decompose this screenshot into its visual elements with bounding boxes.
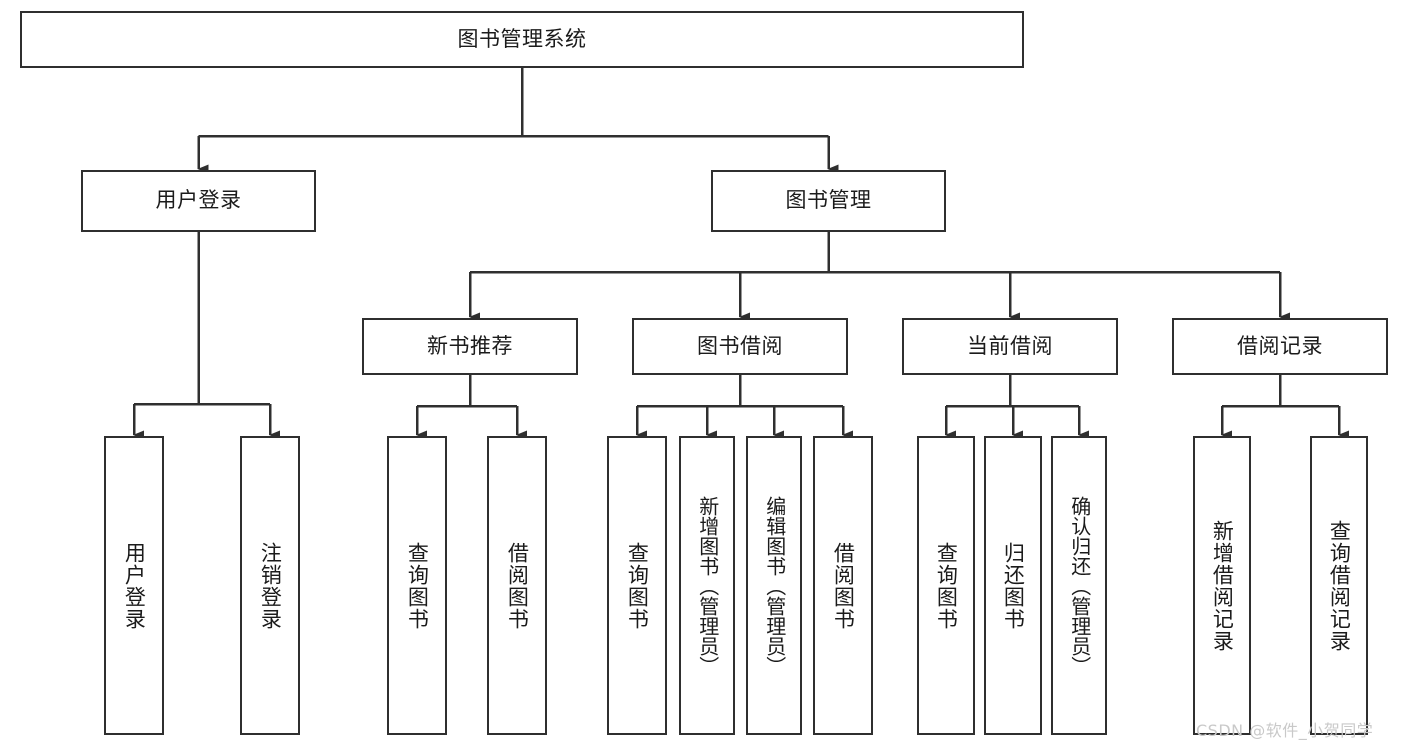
- node-user-login[interactable]: 用户登录: [81, 170, 316, 232]
- node-leaf-return-book[interactable]: 归还图书: [984, 436, 1042, 735]
- node-book-manage[interactable]: 图书管理: [711, 170, 946, 232]
- node-label-user-login: 用户登录: [155, 188, 242, 213]
- node-leaf-edit-book[interactable]: 编辑图书（管理员）: [746, 436, 802, 735]
- node-label-root: 图书管理系统: [457, 26, 587, 51]
- node-label-book-manage: 图书管理: [785, 188, 872, 213]
- node-label-leaf-logout: 注销登录: [258, 541, 283, 630]
- node-current-borrow[interactable]: 当前借阅: [902, 318, 1118, 375]
- node-leaf-borrow-book-rec[interactable]: 借阅图书: [487, 436, 547, 735]
- node-label-leaf-add-book: 新增图书（管理员）: [695, 495, 720, 676]
- node-leaf-logout[interactable]: 注销登录: [240, 436, 300, 735]
- node-label-leaf-confirm-return: 确认归还（管理员）: [1067, 495, 1092, 676]
- node-new-book-rec[interactable]: 新书推荐: [362, 318, 578, 375]
- node-borrow-record[interactable]: 借阅记录: [1172, 318, 1388, 375]
- node-leaf-query-book[interactable]: 查询图书: [607, 436, 667, 735]
- node-label-leaf-add-record: 新增借阅记录: [1210, 519, 1235, 652]
- node-label-leaf-query-book: 查询图书: [625, 541, 650, 630]
- node-label-leaf-borrow-book: 借阅图书: [831, 541, 856, 630]
- node-label-leaf-query-book-rec: 查询图书: [405, 541, 430, 630]
- node-label-leaf-query-book-cur: 查询图书: [934, 541, 959, 630]
- node-leaf-confirm-return[interactable]: 确认归还（管理员）: [1051, 436, 1107, 735]
- node-leaf-add-book[interactable]: 新增图书（管理员）: [679, 436, 735, 735]
- node-label-leaf-edit-book: 编辑图书（管理员）: [762, 495, 787, 676]
- node-leaf-query-book-rec[interactable]: 查询图书: [387, 436, 447, 735]
- node-label-book-borrow: 图书借阅: [697, 333, 783, 358]
- node-leaf-query-book-cur[interactable]: 查询图书: [917, 436, 975, 735]
- node-label-borrow-record: 借阅记录: [1237, 333, 1323, 358]
- node-label-leaf-query-record: 查询借阅记录: [1327, 519, 1352, 652]
- node-label-leaf-return-book: 归还图书: [1001, 541, 1026, 630]
- node-label-current-borrow: 当前借阅: [967, 333, 1053, 358]
- node-root[interactable]: 图书管理系统: [20, 11, 1024, 68]
- csdn-watermark: CSDN @软件_小贺同学: [1196, 721, 1374, 740]
- node-label-new-book-rec: 新书推荐: [427, 333, 513, 358]
- node-leaf-add-record[interactable]: 新增借阅记录: [1193, 436, 1251, 735]
- node-leaf-user-login[interactable]: 用户登录: [104, 436, 164, 735]
- node-book-borrow[interactable]: 图书借阅: [632, 318, 848, 375]
- node-label-leaf-user-login: 用户登录: [122, 541, 147, 630]
- node-label-leaf-borrow-book-rec: 借阅图书: [505, 541, 530, 630]
- node-leaf-borrow-book[interactable]: 借阅图书: [813, 436, 873, 735]
- connector-lines: [132, 68, 1349, 440]
- node-leaf-query-record[interactable]: 查询借阅记录: [1310, 436, 1368, 735]
